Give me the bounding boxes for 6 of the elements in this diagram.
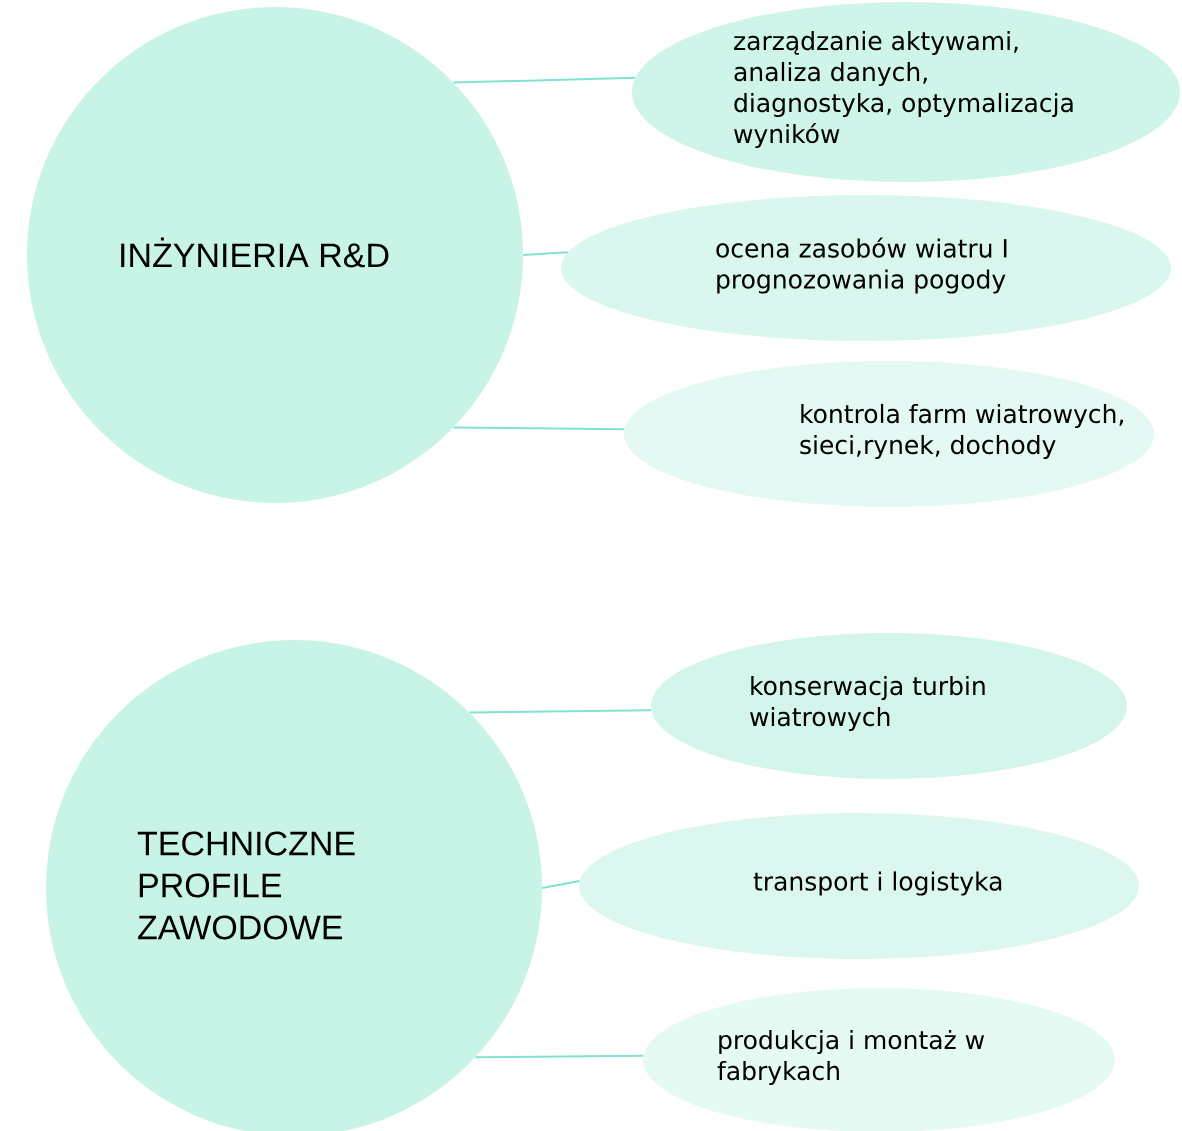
connector-line [468,709,653,714]
connector-line [522,251,569,256]
connector-line [474,1054,645,1059]
connector-line [452,426,626,431]
connector-line [452,76,637,84]
connector-line [541,880,581,889]
